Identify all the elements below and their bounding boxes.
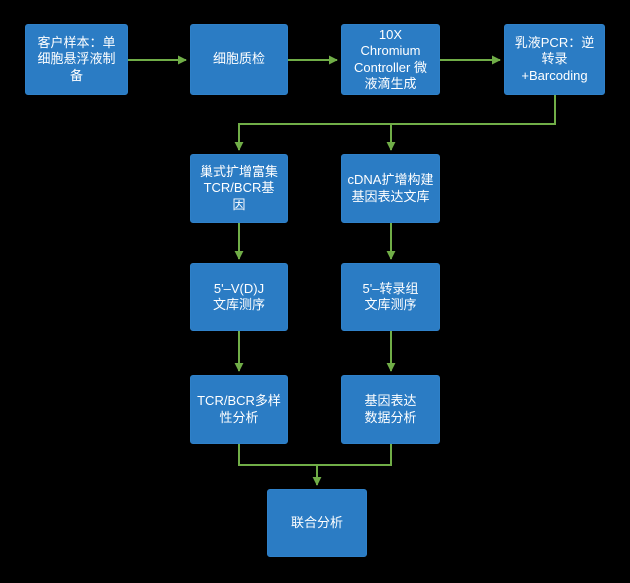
connector-merge-rail [238, 444, 392, 466]
node-nested-amplification: 巢式扩增富集 TCR/BCR基 因 [190, 154, 288, 223]
node-tcr-bcr-diversity: TCR/BCR多样 性分析 [190, 375, 288, 444]
connector-pcr-to-nested [234, 95, 556, 151]
node-sample-prep: 客户样本：单 细胞悬浮液制 备 [25, 24, 128, 95]
node-gene-expression-analysis: 基因表达 数据分析 [341, 375, 440, 444]
node-emulsion-pcr: 乳液PCR：逆 转录 +Barcoding [504, 24, 605, 95]
node-vdj-library-sequencing: 5'–V(D)J 文库测序 [190, 263, 288, 331]
node-chromium-controller: 10X Chromium Controller 微 液滴生成 [341, 24, 440, 95]
node-cell-qc: 细胞质检 [190, 24, 288, 95]
node-joint-analysis: 联合分析 [267, 489, 367, 557]
node-cdna-library: cDNA扩增构建 基因表达文库 [341, 154, 440, 223]
node-transcriptome-sequencing: 5'–转录组 文库测序 [341, 263, 440, 331]
